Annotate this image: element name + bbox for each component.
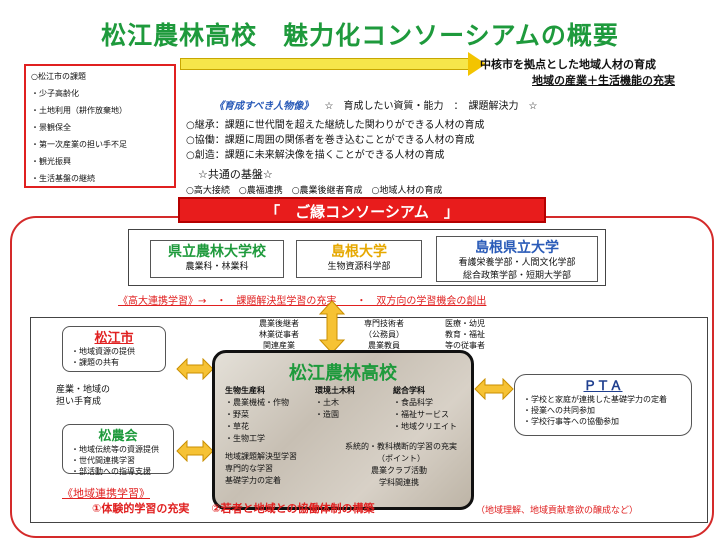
university-dept: 総合政策学部・短期大学部 [462, 271, 571, 281]
issue-item: ・少子高齢化 [31, 89, 79, 98]
university-name: 島根大学 [331, 244, 387, 260]
university-card-prefectural: 島根県立大学 看護栄養学部・人間文化学部 総合政策学部・短期大学部 [436, 236, 598, 282]
dept-bio-production: 生物生産科 ・農業機械・作物 ・野菜 ・草花 ・生物工学 [225, 385, 289, 445]
university-dept: 生物資源科学部 [327, 262, 391, 272]
issue-item: ・土地利用（耕作放棄地） [31, 106, 127, 115]
dept-item: ・草花 [225, 422, 249, 431]
support-line: 等の従事者 [445, 341, 485, 350]
talent-profile: 《育成すべき人物像》 ☆ 育成したい資質・能力 ： 課題解決力 ☆ [214, 97, 537, 112]
shonokai-name: 松農会 [98, 429, 138, 444]
support-group-agri: 農業後継者 林業従事者 関連産業 [252, 318, 306, 351]
skills-list: ○継承：課題に世代間を超えた継続した関わりができる人材の育成 ○協働：課題に周囲… [186, 118, 485, 163]
matsue-agri-school-box: 松江農林高校 生物生産科 ・農業機械・作物 ・野菜 ・草花 ・生物工学 環境土木… [212, 350, 474, 510]
goal-arrow-head [468, 52, 486, 76]
pbl-line: 専門的な学習 [225, 464, 273, 473]
local-partnership-frame [30, 317, 708, 523]
universities-box [128, 229, 606, 286]
support-group-tech: 専門技術者 （公務員） 農業教員 [354, 318, 414, 351]
dept-heading: 環境土木科 [315, 386, 355, 395]
shonokai-item: ・部活動への指導支援 [71, 467, 151, 476]
university-name: 島根県立大学 [475, 240, 559, 256]
city-school-arrow [176, 358, 214, 380]
pbl-learning: 地域課題解決型学習 専門的な学習 基礎学力の定着 [225, 451, 297, 487]
issue-item: ・景観保全 [31, 123, 71, 132]
school-name: 松江農林高校 [289, 363, 397, 384]
skill-item: ○協働：課題に周囲の関係者を巻き込むことができる人材の育成 [186, 135, 475, 146]
support-line: 農業教員 [368, 341, 400, 350]
support-line: 専門技術者 [364, 319, 404, 328]
pbl-line: 地域課題解決型学習 [225, 452, 297, 461]
goal-line-2: 地域の産業＋生活機能の充実 [532, 74, 675, 87]
shonokai-item: ・地域伝統等の資源提供 [71, 445, 159, 454]
issue-item: ・生活基盤の継続 [31, 174, 95, 183]
systematic-line: （ポイント） [377, 454, 425, 463]
dept-item: ・食品科学 [393, 398, 433, 407]
university-name: 県立農林大学校 [168, 244, 266, 260]
support-line: （公務員） [364, 330, 404, 339]
pta-item: ・授業への共同参加 [523, 406, 595, 415]
matsue-city-box: 松江市 ・地域資源の提供 ・課題の共有 [62, 326, 166, 372]
bottom-goals: ①体験的学習の充実 ②若者と地域との協働体制の構築 [92, 502, 375, 515]
issue-item: ・第一次産業の担い手不足 [31, 140, 127, 149]
university-dept: 看護栄養学部・人間文化学部 [458, 258, 576, 268]
matsue-city-name: 松江市 [94, 331, 134, 346]
shonokai-item: ・世代間連携学習 [71, 456, 135, 465]
support-line: 医療・幼児 [445, 319, 485, 328]
support-line: 関連産業 [263, 341, 295, 350]
support-line: 農業後継者 [259, 319, 299, 328]
jacoop-school-arrow [176, 440, 214, 462]
page-title: 松江農林高校 魅力化コンソーシアムの概要 [101, 21, 619, 50]
club-line: 農業クラブ活動 [371, 466, 427, 475]
university-card-agri-college: 県立農林大学校 農業科・林業科 [150, 240, 284, 278]
pta-item: ・学校行事等への協働参加 [523, 417, 619, 426]
shonokai-box: 松農会 ・地域伝統等の資源提供 ・世代間連携学習 ・部活動への指導支援 [62, 424, 174, 476]
bottom-note: （地域理解、地域貢献意欲の醸成など） [476, 506, 639, 516]
dept-item: ・生物工学 [225, 434, 265, 443]
support-line: 林業従事者 [259, 330, 299, 339]
issue-item: ・観光振興 [31, 157, 71, 166]
club-line: 学科間連携 [379, 478, 419, 487]
common-base-title: ☆共通の基盤☆ [198, 168, 273, 181]
dept-item: ・野菜 [225, 410, 249, 419]
support-group-welfare: 医療・幼児 教育・福祉 等の従事者 [436, 318, 494, 351]
industry-note: 産業・地域の 担い手育成 [56, 384, 110, 408]
industry-note-line: 担い手育成 [56, 397, 102, 407]
dept-item: ・土木 [315, 398, 339, 407]
club-activities: 農業クラブ活動 学科間連携 [371, 465, 427, 489]
university-dept: 農業科・林業科 [185, 262, 249, 272]
pbl-line: 基礎学力の定着 [225, 476, 281, 485]
city-issues-box: ○松江市の課題 ・少子高齢化 ・土地利用（耕作放棄地） ・景観保全 ・第一次産業… [24, 64, 176, 188]
dept-heading: 生物生産科 [225, 386, 265, 395]
support-line: 教育・福祉 [445, 330, 485, 339]
pta-name: ＰＴＡ [583, 379, 623, 394]
dept-item: ・地域クリエイト [393, 422, 457, 431]
dept-general: 総合学科 ・食品科学 ・福祉サービス ・地域クリエイト [393, 385, 457, 433]
dept-item: ・農業機械・作物 [225, 398, 289, 407]
systematic-line: 系統的・教科横断的学習の充実 [345, 442, 457, 451]
matsue-city-item: ・地域資源の提供 [71, 347, 135, 356]
common-base-items: ○高大接続 ○農福連携 ○農業後継者育成 ○地域人材の育成 [186, 186, 443, 196]
consortium-banner: 「 ご縁コンソーシアム 」 [178, 197, 546, 223]
skill-item: ○創造：課題に未来解決像を描くことができる人材の育成 [186, 150, 445, 161]
industry-note-line: 産業・地域の [56, 385, 111, 395]
dept-item: ・造園 [315, 410, 339, 419]
issues-heading: ○松江市の課題 [31, 72, 86, 81]
systematic-learning: 系統的・教科横断的学習の充実 （ポイント） [345, 441, 457, 465]
matsue-city-item: ・課題の共有 [71, 358, 119, 367]
pta-item: ・学校と家庭が連携した基礎学力の定着 [523, 395, 667, 404]
vertical-double-arrow [318, 300, 346, 354]
dept-environment-civil: 環境土木科 ・土木 ・造園 [315, 385, 355, 421]
pta-box: ＰＴＡ ・学校と家庭が連携した基礎学力の定着 ・授業への共同参加 ・学校行事等へ… [514, 374, 692, 436]
university-card-shimane: 島根大学 生物資源科学部 [296, 240, 422, 278]
talent-label: 《育成すべき人物像》 [214, 101, 314, 112]
dept-item: ・福祉サービス [393, 410, 449, 419]
pta-school-arrow [474, 378, 514, 400]
regional-learning-label: 《地域連携学習》 [62, 487, 150, 500]
talent-ability: ☆ 育成したい資質・能力 ： 課題解決力 ☆ [324, 101, 538, 112]
dept-heading: 総合学科 [393, 386, 425, 395]
goal-line-1: 中核市を拠点とした地域人材の育成 [480, 58, 656, 71]
highschool-university-line: 《高大連携学習》→ ・ 課題解決型学習の充実 ・ 双方向の学習機会の創出 [118, 296, 487, 307]
goal-arrow-shaft [180, 58, 470, 70]
skill-item: ○継承：課題に世代間を超えた継続した関わりができる人材の育成 [186, 120, 485, 131]
